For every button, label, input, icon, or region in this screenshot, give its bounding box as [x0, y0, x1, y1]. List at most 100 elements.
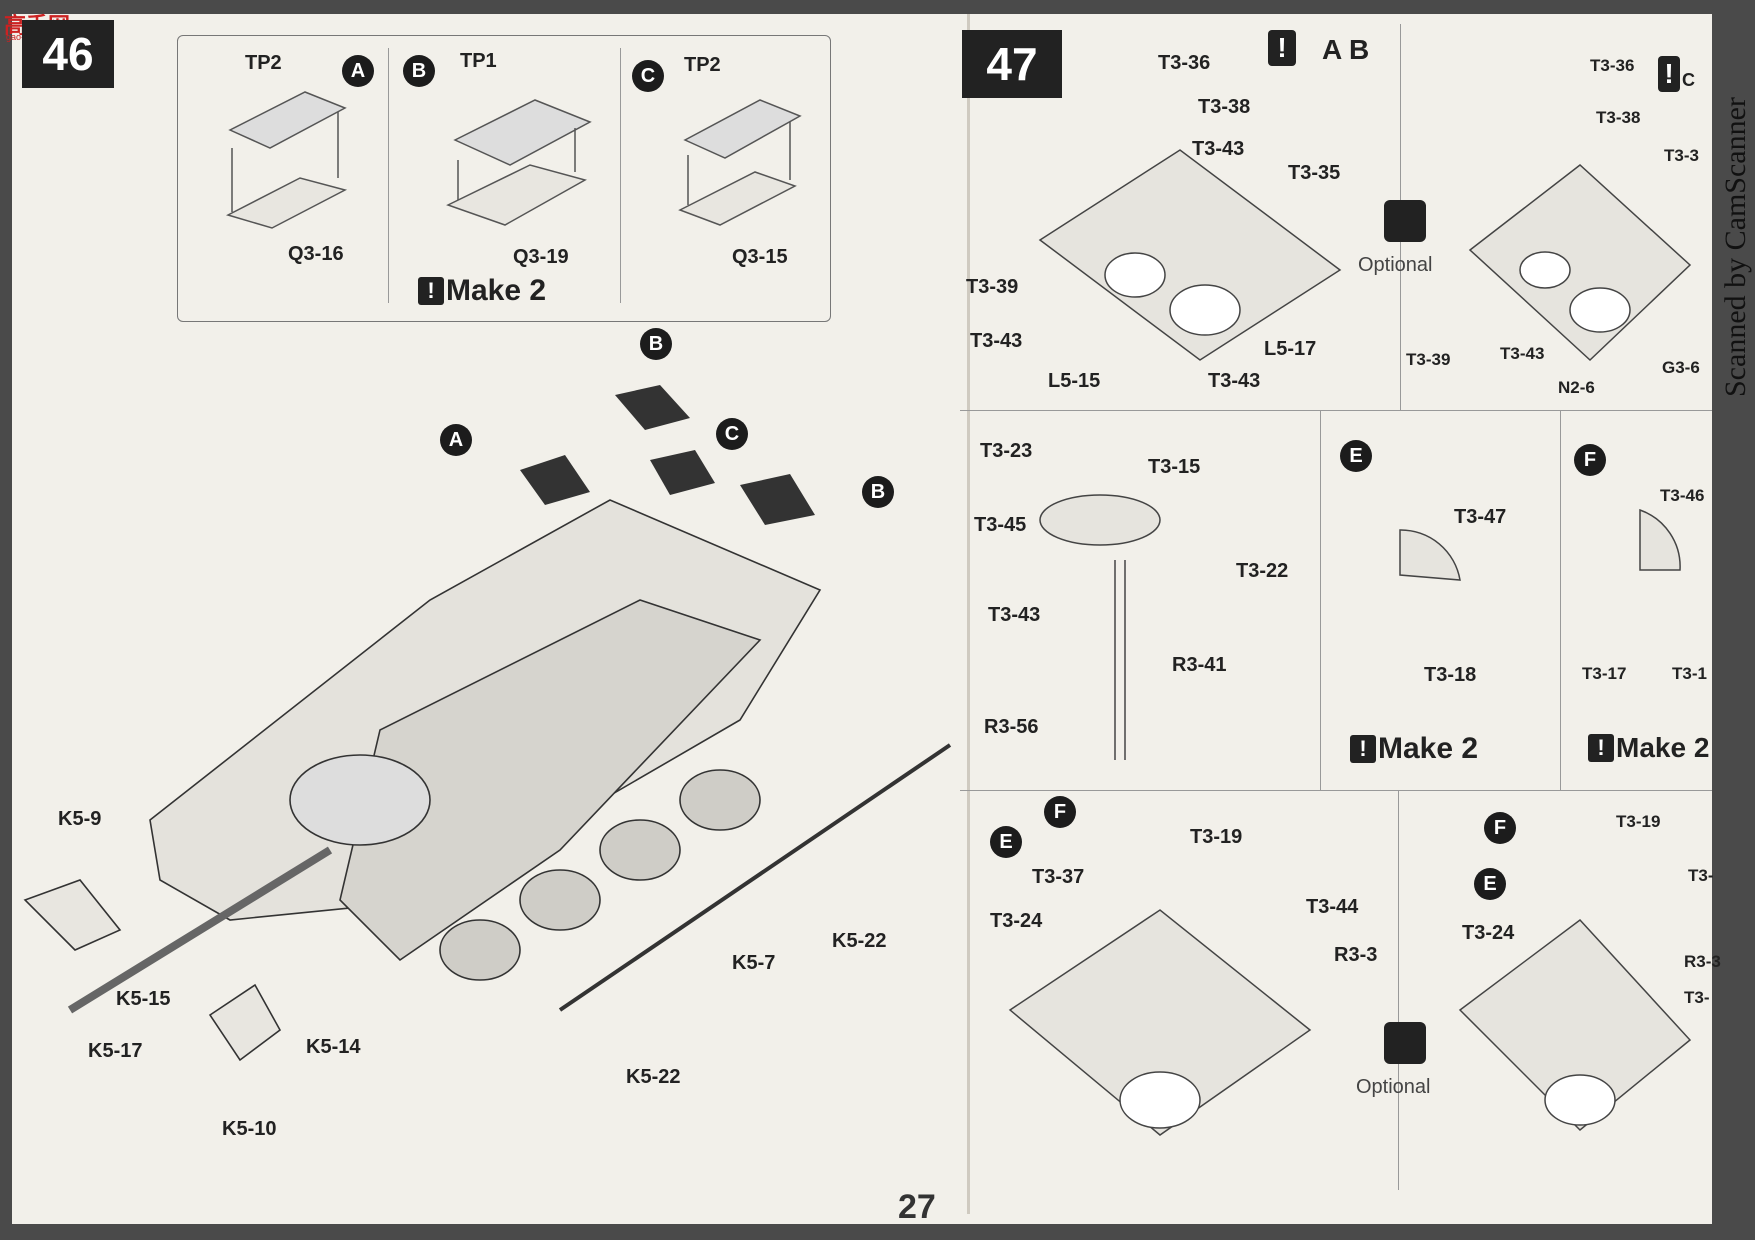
part-label: T3-23 [980, 440, 1033, 462]
variant-c-label: C [1682, 70, 1695, 90]
optional-label: Optional [1356, 1076, 1431, 1098]
part-k5-7: K5-7 [732, 952, 776, 974]
part-label: T3-43 [970, 330, 1023, 352]
variant-ab-label: A B [1322, 34, 1370, 65]
panel-divider [1398, 790, 1399, 1190]
marker-e: E [1474, 868, 1506, 900]
make-2-note: !Make 2 [418, 274, 546, 308]
panel-divider [960, 410, 1712, 411]
make-2-text: Make 2 [1378, 732, 1479, 765]
attention-icon: ! [418, 277, 444, 305]
marker-e: E [990, 826, 1022, 858]
marker-c: C [632, 60, 664, 92]
part-label: T3-22 [1236, 560, 1289, 582]
part-label: T3-36 [1590, 56, 1635, 75]
main-marker-b-right: B [862, 476, 894, 508]
part-label: T3-39 [966, 276, 1019, 298]
inset-divider [388, 48, 389, 303]
part-label: T3-44 [1306, 896, 1359, 918]
part-label: T3-43 [1500, 344, 1545, 363]
part-label: T3-46 [1660, 486, 1705, 505]
part-label: T3-37 [1032, 866, 1085, 888]
make-2-text: Make 2 [446, 274, 547, 307]
make-2-note: !Make 2 [1350, 732, 1478, 766]
part-k5-22: K5-22 [832, 930, 887, 952]
part-label: R3-41 [1172, 654, 1227, 676]
page-gutter [967, 14, 970, 1214]
optional-icon [1384, 200, 1426, 242]
make-2-note: !Make 2 [1588, 732, 1709, 764]
part-label: N2-6 [1558, 378, 1595, 397]
part-k5-15: K5-15 [116, 988, 171, 1010]
attention-icon: ! [1588, 734, 1614, 762]
part-label: T3-19 [1190, 826, 1243, 848]
marker-f: F [1574, 444, 1606, 476]
part-label: L5-15 [1048, 370, 1101, 392]
optional-icon [1384, 1022, 1426, 1064]
main-marker-b-top: B [640, 328, 672, 360]
inset-c-tray-label: Q3-15 [732, 246, 788, 268]
scanner-watermark: Scanned by CamScanner [1716, 60, 1752, 397]
marker-f: F [1044, 796, 1076, 828]
step-46-inset-box [177, 35, 831, 322]
inset-a-tray-label: Q3-16 [288, 243, 344, 265]
part-label: L5-17 [1264, 338, 1317, 360]
attention-icon: ! [1658, 56, 1680, 92]
part-label: T3- [1684, 988, 1710, 1007]
inset-c-mesh-label: TP2 [684, 54, 721, 76]
part-label: G3-6 [1662, 358, 1700, 377]
page-number: 27 [898, 1188, 936, 1226]
part-label: T3-3 [1664, 146, 1699, 165]
part-k5-22: K5-22 [626, 1066, 681, 1088]
vehicle-drawing [23, 499, 952, 1062]
inset-a-mesh-label: TP2 [245, 52, 282, 74]
make-2-text: Make 2 [1616, 732, 1710, 763]
part-label: T3-43 [1192, 138, 1245, 160]
inset-divider [620, 48, 621, 303]
part-label: T3-1 [1672, 664, 1707, 683]
part-label: T3-24 [1462, 922, 1515, 944]
inset-b-mesh-label: TP1 [460, 50, 497, 72]
tray-a-drawing [225, 91, 348, 229]
part-label: T3-15 [1148, 456, 1201, 478]
part-label: T3-17 [1582, 664, 1627, 683]
part-label: T3-43 [1208, 370, 1261, 392]
marker-f: F [1484, 812, 1516, 844]
marker-e: E [1340, 440, 1372, 472]
part-label: T3-45 [974, 514, 1027, 536]
marker-a: A [342, 55, 374, 87]
tray-b-drawing [446, 99, 592, 226]
part-label: T3- [1688, 866, 1714, 885]
part-label: R3-56 [984, 716, 1039, 738]
part-label: R3-3 [1334, 944, 1378, 966]
part-label: T3-43 [988, 604, 1041, 626]
grille-drawings [520, 385, 815, 525]
inset-b-tray-label: Q3-19 [513, 246, 569, 268]
optional-label: Optional [1358, 254, 1433, 276]
scanner-watermark-text: Scanned by CamScanner [1719, 97, 1752, 397]
main-marker-a: A [440, 424, 472, 456]
panel-divider [960, 790, 1712, 791]
attention-icon: ! [1268, 30, 1296, 66]
part-label: T3-39 [1406, 350, 1451, 369]
part-label: T3-38 [1198, 96, 1251, 118]
part-label: T3-35 [1288, 162, 1341, 184]
part-label: T3-19 [1616, 812, 1661, 831]
main-marker-c: C [716, 418, 748, 450]
part-label: T3-24 [990, 910, 1043, 932]
attention-icon: ! [1350, 735, 1376, 763]
part-label: T3-38 [1596, 108, 1641, 127]
part-label: T3-36 [1158, 52, 1211, 74]
part-label: T3-18 [1424, 664, 1477, 686]
part-label: R3-3 [1684, 952, 1721, 971]
panel-divider [1560, 410, 1561, 790]
part-k5-17: K5-17 [88, 1040, 143, 1062]
part-k5-10: K5-10 [222, 1118, 277, 1140]
step-46-number: 46 [22, 20, 114, 88]
step-47-number: 47 [962, 30, 1062, 98]
part-k5-9: K5-9 [58, 808, 102, 830]
panel-divider [1320, 410, 1321, 790]
tray-c-drawing [678, 99, 802, 226]
